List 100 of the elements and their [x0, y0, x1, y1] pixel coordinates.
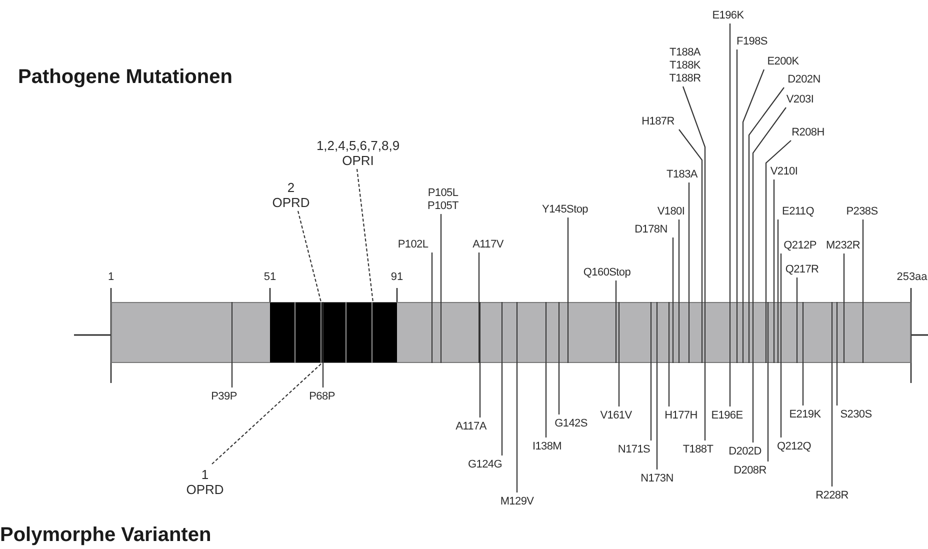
leader-line: [729, 24, 731, 302]
leader-line: [672, 238, 674, 302]
mutation-label: Y145Stop: [542, 204, 588, 216]
leader-line: [231, 363, 233, 388]
mutation-label: D208R: [734, 464, 766, 478]
leader-line: [668, 363, 670, 406]
mutation-label: D202D: [728, 446, 762, 458]
position-number: 253aa: [896, 271, 928, 283]
mutation-label: E211Q: [782, 206, 814, 218]
mutation-label: H177H: [664, 410, 698, 422]
leader-line: [479, 363, 481, 418]
position-number: 1: [108, 271, 114, 283]
leader-line: [802, 363, 804, 406]
mutation-label: D202N: [788, 74, 820, 86]
leader-line: [297, 210, 322, 302]
repeat-label: OPRD: [186, 482, 224, 497]
mutation-label: I138M: [532, 440, 562, 454]
mutation-label: E196K: [712, 10, 744, 22]
mutation-label: N173N: [640, 472, 674, 486]
leader-line: [322, 363, 324, 388]
mutation-label: R228R: [816, 490, 848, 502]
mutation-label: V210I: [770, 166, 798, 178]
mutation-label: T188A: [669, 46, 701, 60]
mutation-label: F198S: [736, 36, 768, 48]
mutation-label: S230S: [840, 408, 872, 422]
leader-line: [780, 254, 782, 302]
mutation-label: E196E: [711, 410, 743, 422]
mutation-label: P105T: [428, 200, 458, 213]
mutation-label: T188T: [682, 444, 714, 456]
repeat-label: OPRI: [341, 153, 375, 168]
mutation-label: T188R: [669, 72, 701, 86]
mutation-label: Q212Q: [777, 440, 811, 454]
leader-line: [545, 363, 547, 438]
mutation-label: M129V: [500, 496, 534, 508]
leader-line: [704, 363, 706, 440]
leader-line: [862, 220, 864, 302]
leader-line: [773, 180, 775, 302]
leader-line: [615, 280, 617, 302]
leader-line: [678, 129, 703, 302]
section-heading: Pathogene Mutationen: [18, 66, 232, 89]
mutation-label: V161V: [600, 410, 632, 422]
leader-line: [516, 363, 518, 492]
leader-line: [431, 252, 433, 302]
leader-line: [843, 254, 845, 302]
leader-line: [212, 362, 322, 464]
position-number: 91: [390, 271, 404, 283]
mutation-label: D178N: [634, 224, 668, 236]
mutation-label: P102L: [398, 238, 428, 252]
leader-line: [742, 69, 765, 302]
position-number: 51: [264, 271, 276, 283]
leader-line: [780, 363, 782, 438]
mutation-label: V180I: [657, 206, 685, 218]
leader-line: [752, 107, 786, 302]
repeat-label: 1,2,4,5,6,7,8,9: [316, 138, 400, 153]
leader-line: [777, 220, 779, 302]
leader-line: [678, 220, 680, 302]
leader-line: [729, 363, 731, 406]
repeat-label: 2: [286, 180, 296, 195]
mutation-label: T183A: [666, 168, 698, 182]
mutation-label: A117A: [456, 420, 486, 434]
leader-line: [767, 363, 769, 462]
mutation-label: T188K: [669, 60, 701, 72]
repeat-label: 1: [200, 467, 210, 482]
leader-line: [836, 363, 838, 406]
leader-line: [748, 87, 784, 302]
leader-line: [356, 168, 374, 302]
mutation-label: N171S: [618, 444, 650, 456]
leader-line: [796, 278, 798, 302]
leader-line: [558, 363, 560, 414]
mutation-label: A117V: [472, 238, 504, 252]
leader-line: [831, 363, 833, 486]
mutation-label: R208H: [792, 126, 824, 140]
mutation-label: Q217R: [785, 264, 819, 276]
mutation-label: H187R: [642, 116, 674, 128]
mutation-label: P68P: [309, 390, 335, 404]
mutation-label: G124G: [468, 458, 502, 472]
leader-line: [501, 363, 503, 456]
leader-line: [478, 252, 480, 302]
leader-line: [682, 86, 706, 302]
mutation-label: Q212P: [784, 240, 816, 252]
leader-line: [752, 363, 754, 442]
leader-line: [650, 363, 652, 440]
mutation-label: P39P: [211, 390, 237, 404]
section-heading: Polymorphe Varianten: [0, 524, 212, 547]
leader-line: [618, 363, 620, 406]
repeat-label: OPRD: [272, 195, 310, 210]
mutation-label: E219K: [789, 408, 821, 422]
leader-line: [440, 214, 442, 302]
mutation-label: Q160Stop: [583, 266, 631, 280]
mutation-label: G142S: [554, 418, 588, 430]
mutation-label: M232R: [826, 240, 860, 252]
leader-line: [688, 182, 690, 302]
mutation-label: P238S: [846, 206, 878, 218]
mutation-label: E200K: [767, 56, 799, 68]
mutation-label: P105L: [428, 187, 458, 200]
leader-line: [765, 140, 792, 302]
mutation-label: V203I: [786, 94, 814, 106]
leader-line: [736, 50, 738, 302]
leader-line: [656, 363, 658, 470]
leader-line: [567, 218, 569, 302]
